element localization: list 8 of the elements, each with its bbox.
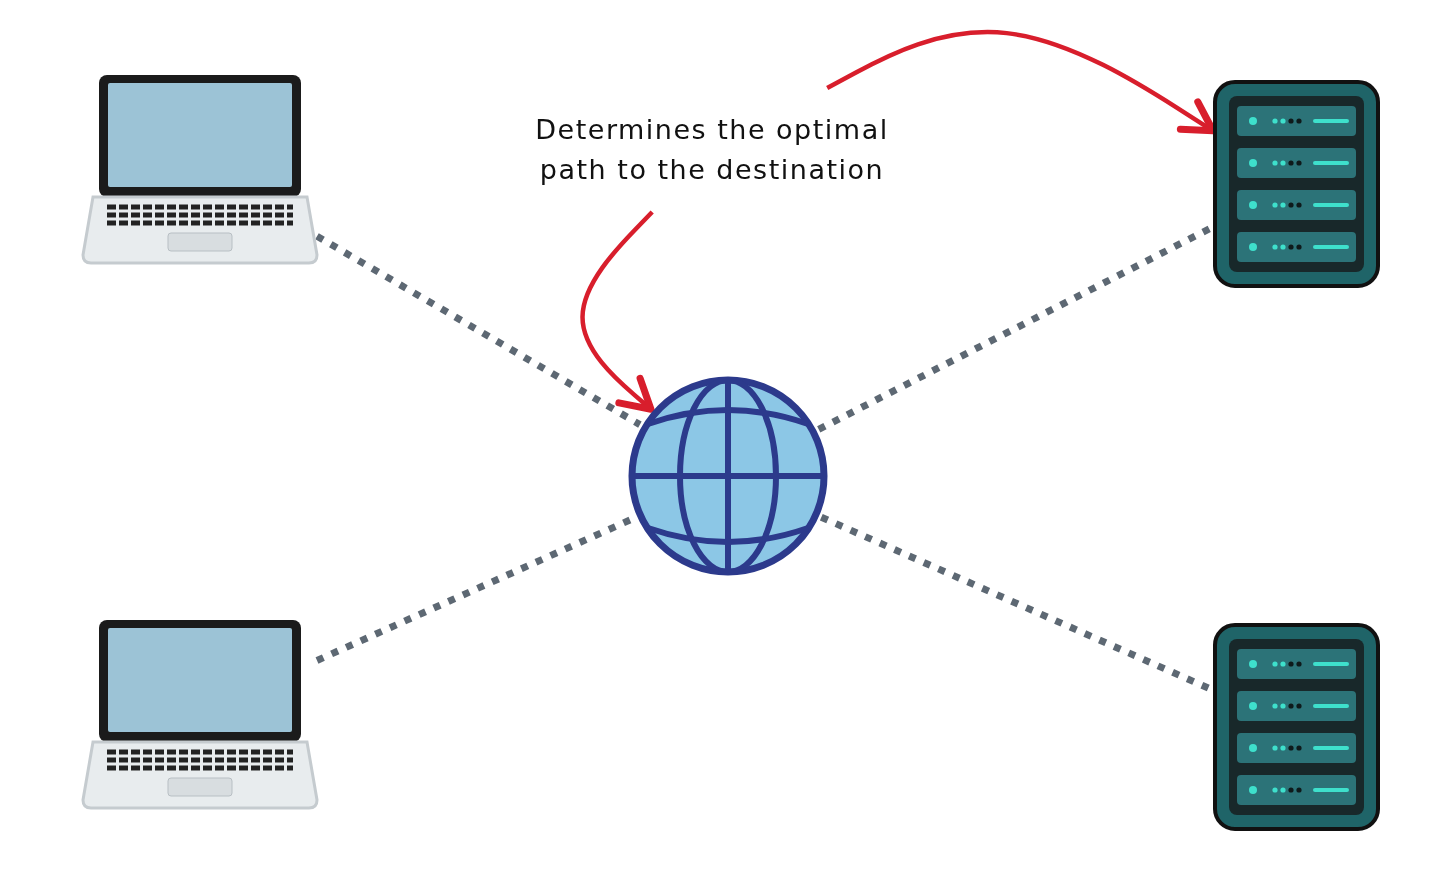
arrow (580, 210, 655, 413)
dotted-connector (315, 233, 642, 428)
annotation-text: Determines the optimal path to the destination (527, 88, 897, 212)
globe-drawing (628, 376, 828, 576)
laptop-drawing (83, 618, 317, 808)
laptop-drawing (83, 73, 317, 263)
server-drawing (1213, 623, 1380, 831)
server-drawing (1213, 80, 1380, 288)
